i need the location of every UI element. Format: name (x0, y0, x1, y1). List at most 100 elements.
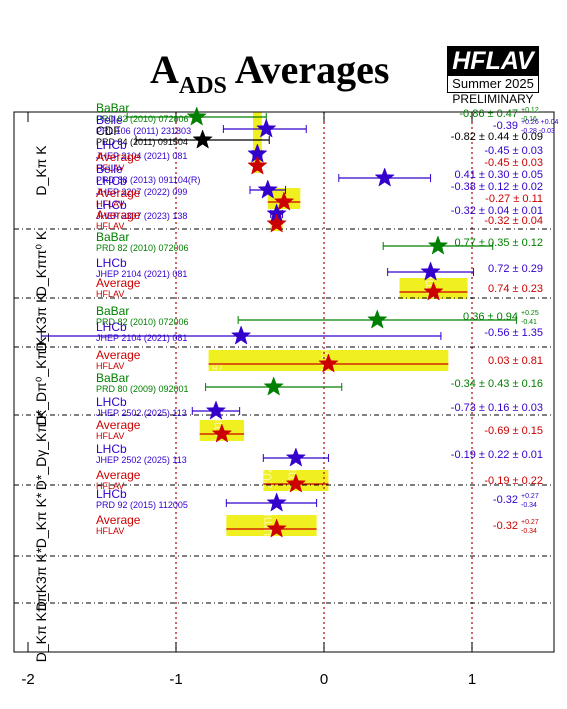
plot-frame (13, 111, 555, 653)
experiment-name: LHCb (96, 256, 127, 270)
error-sup: +0.25 (521, 310, 539, 317)
value-text: 0.36 ± 0.94 (463, 311, 518, 323)
experiment-name: Average (96, 276, 141, 290)
error-sup: +0.26 +0.04 (521, 119, 558, 126)
value-text: -0.32 ± 0.04 ± 0.01 (451, 205, 543, 217)
experiment-name: BaBar (96, 230, 129, 244)
experiment-name: LHCb (96, 487, 127, 501)
watermark-text: HFLAV Summer 2025 (209, 362, 225, 498)
reference-text: HFLAV (96, 526, 124, 536)
group-label: D_Kππ⁰ K (33, 230, 49, 296)
experiment-name: Average (96, 513, 141, 527)
data-star (211, 423, 233, 443)
preliminary-label: PRELIMINARY (452, 92, 534, 106)
data-star (230, 325, 252, 345)
value-text: 0.77 ± 0.35 ± 0.12 (454, 237, 543, 249)
value-text: 0.74 ± 0.23 (488, 283, 543, 295)
value-text: -0.34 ± 0.43 ± 0.16 (451, 378, 543, 390)
data-star (423, 281, 444, 301)
experiment-name: Average (96, 418, 141, 432)
value-text: -0.39 (493, 120, 518, 132)
reference-text: PRD 82 (2010) 072006 (96, 114, 189, 124)
watermark-text: HFLAV Summer 2025 (258, 457, 274, 593)
data-star (205, 400, 227, 420)
error-sub: -0.16 (521, 116, 537, 123)
value-text: -0.56 ± 1.35 (484, 327, 543, 339)
experiment-name: Average (96, 150, 141, 164)
experiment-name: BaBar (96, 304, 129, 318)
value-text: -0.38 ± 0.12 ± 0.02 (451, 181, 543, 193)
reference-text: HFLAV (96, 481, 124, 491)
reference-text: JHEP 2502 (2025) 113 (96, 455, 187, 465)
tick-label: 0 (320, 671, 328, 688)
data-star (266, 492, 287, 512)
data-star (420, 261, 441, 281)
experiment-name: BaBar (96, 101, 129, 115)
data-star (266, 213, 287, 233)
data-star (285, 447, 307, 467)
group-label: D*_Dπ⁰_Kπ K (33, 336, 49, 425)
data-star (285, 473, 307, 493)
tick-label: -1 (169, 671, 182, 688)
value-text: -0.45 ± 0.03 (484, 145, 543, 157)
reference-text: HFLAV (96, 361, 124, 371)
data-star (266, 518, 287, 538)
error-sup: +0.12 (521, 107, 539, 114)
logo-season: Summer 2025 (447, 76, 539, 93)
reference-text: JHEP 2104 (2021) 081 (96, 151, 187, 161)
tick-label: -2 (21, 671, 34, 688)
data-star (427, 235, 449, 255)
data-star (257, 179, 278, 199)
watermark-text: HFLAV Summer 2025 (315, 292, 331, 428)
experiment-name: Belle (96, 162, 123, 176)
reference-text: HFLAV (96, 199, 124, 209)
experiment-name: LHCb (96, 198, 127, 212)
reference-text: JHEP 2104 (2021) 081 (96, 333, 187, 343)
tick-label: 1 (468, 671, 476, 688)
reference-text: HFLAV (96, 221, 124, 231)
watermark-text: HFLAV Summer 2025 (421, 220, 437, 356)
experiment-name: Average (96, 208, 141, 222)
group-label: D*_Dγ_Kπ K (33, 409, 49, 490)
value-text: -0.86 ± 0.47 (459, 108, 518, 120)
value-text: -0.45 ± 0.03 (484, 157, 543, 169)
error-sup: +0.27 (521, 519, 539, 526)
value-text: -0.19 ± 0.22 (484, 475, 543, 487)
reference-text: HFLAV (96, 431, 124, 441)
experiment-name: LHCb (96, 174, 127, 188)
logo-text: HFLAV (447, 46, 539, 76)
value-text: -0.32 (493, 494, 518, 506)
data-star (374, 167, 395, 187)
reference-text: PRD 82 (2010) 072006 (96, 317, 189, 327)
average-band (252, 112, 262, 173)
experiment-name: Belle (96, 113, 123, 127)
value-text: -0.27 ± 0.11 (485, 193, 543, 205)
experiment-name: Average (96, 348, 141, 362)
data-star (192, 129, 213, 149)
value-text: -0.69 ± 0.15 (484, 425, 543, 437)
page-title: AADS Averages (150, 47, 390, 99)
value-text: -0.19 ± 0.22 ± 0.01 (451, 449, 543, 461)
error-sub: -0.41 (521, 319, 537, 326)
group-label: D_Kπ K* (33, 492, 49, 548)
group-label: D_Kπ K (33, 145, 49, 196)
experiment-name: LHCb (96, 442, 127, 456)
group-label: D_Kπ Kππ (33, 592, 49, 662)
watermark-text: HFLAV Summer 2025 (283, 412, 299, 548)
experiment-name: LHCb (96, 138, 127, 152)
data-star (263, 376, 284, 396)
reference-text: JHEP 2104 (2021) 081 (96, 269, 187, 279)
reference-text: HFLAV (96, 163, 124, 173)
experiment-name: BaBar (96, 371, 129, 385)
value-text: -0.73 ± 0.16 ± 0.03 (451, 402, 543, 414)
reference-text: PRD 84 (2011) 091504 (96, 137, 188, 147)
experiment-name: Average (96, 186, 141, 200)
value-text: 0.03 ± 0.81 (488, 355, 543, 367)
reference-text: PRD 88 (2013) 091104(R) (96, 175, 200, 185)
data-star (367, 309, 388, 329)
data-star (186, 106, 207, 126)
error-sup: +0.27 (521, 493, 539, 500)
group-label: D_K3π K* (33, 547, 49, 611)
reference-text: JHEP 2307 (2023) 138 (96, 211, 187, 221)
